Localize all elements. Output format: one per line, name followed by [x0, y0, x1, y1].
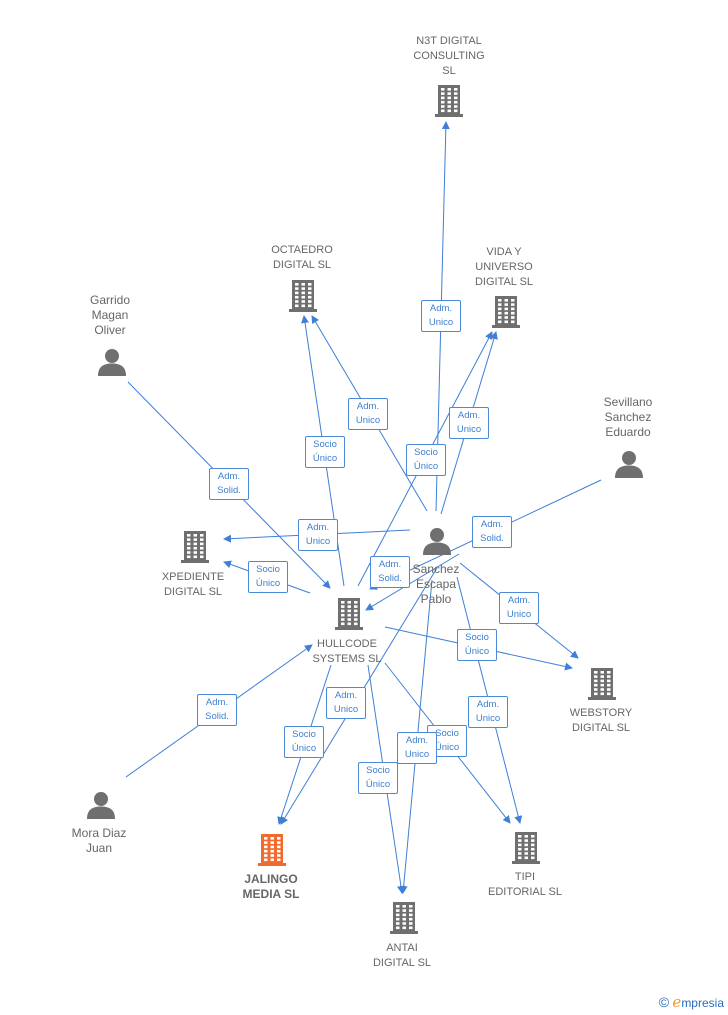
edge-label[interactable]: Socio Único	[305, 436, 345, 468]
person-icon[interactable]	[97, 347, 127, 382]
edge-label[interactable]: Adm. Solid.	[209, 468, 249, 500]
edge-label[interactable]: Adm. Unico	[298, 519, 338, 551]
node-label-sanchez[interactable]: Sanchez Escapa Pablo	[412, 562, 460, 606]
brand-initial: e	[672, 993, 682, 1011]
node-label-sevillano[interactable]: Sevillano Sanchez Eduardo	[603, 395, 653, 439]
edge-label[interactable]: Adm. Unico	[449, 407, 489, 439]
building-icon[interactable]	[434, 83, 464, 122]
edge-label[interactable]: Adm. Solid.	[370, 556, 410, 588]
node-label-vida[interactable]: VIDA Y UNIVERSO DIGITAL SL	[474, 246, 534, 288]
person-icon[interactable]	[614, 449, 644, 484]
node-label-antai[interactable]: ANTAI DIGITAL SL	[372, 942, 432, 969]
node-label-n3t[interactable]: N3T DIGITAL CONSULTING SL	[413, 35, 485, 77]
edge-label[interactable]: Socio Único	[248, 561, 288, 593]
edge-label[interactable]: Adm. Unico	[468, 696, 508, 728]
building-icon[interactable]	[491, 294, 521, 333]
node-label-hullcode[interactable]: HULLCODE SYSTEMS SL	[312, 638, 382, 665]
edge-label[interactable]: Socio Único	[284, 726, 324, 758]
node-label-jalingo[interactable]: JALINGO MEDIA SL	[242, 872, 300, 901]
edge-label[interactable]: Adm. Solid.	[472, 516, 512, 548]
edge-label[interactable]: Adm. Unico	[499, 592, 539, 624]
building-icon[interactable]	[334, 596, 364, 635]
empresia-brand[interactable]: © empresia	[659, 993, 724, 1011]
edge-label[interactable]: Adm. Unico	[348, 398, 388, 430]
edge-label[interactable]: Adm. Solid.	[197, 694, 237, 726]
node-label-mora[interactable]: Mora Diaz Juan	[71, 826, 127, 855]
edge-sanchez-hullcode	[365, 553, 460, 611]
person-icon[interactable]	[86, 790, 116, 825]
building-icon[interactable]	[257, 832, 287, 871]
person-icon[interactable]	[422, 526, 452, 561]
building-icon[interactable]	[180, 529, 210, 568]
node-label-tipi[interactable]: TIPI EDITORIAL SL	[488, 871, 562, 898]
edge-label[interactable]: Adm. Unico	[397, 732, 437, 764]
node-label-octaedro[interactable]: OCTAEDRO DIGITAL SL	[271, 244, 333, 271]
edge-label[interactable]: Socio Único	[406, 444, 446, 476]
edge-label[interactable]: Adm. Unico	[421, 300, 461, 332]
building-icon[interactable]	[288, 278, 318, 317]
brand-name: mpresia	[681, 996, 724, 1010]
edge-label[interactable]: Socio Único	[358, 762, 398, 794]
copyright-symbol: ©	[658, 994, 670, 1010]
edge-label[interactable]: Socio Único	[457, 629, 497, 661]
node-label-webstory[interactable]: WEBSTORY DIGITAL SL	[569, 707, 633, 734]
building-icon[interactable]	[587, 666, 617, 705]
building-icon[interactable]	[511, 830, 541, 869]
edge-label[interactable]: Adm. Unico	[326, 687, 366, 719]
node-label-garrido[interactable]: Garrido Magan Oliver	[89, 293, 130, 337]
node-label-xpediente[interactable]: XPEDIENTE DIGITAL SL	[161, 571, 225, 598]
building-icon[interactable]	[389, 900, 419, 939]
